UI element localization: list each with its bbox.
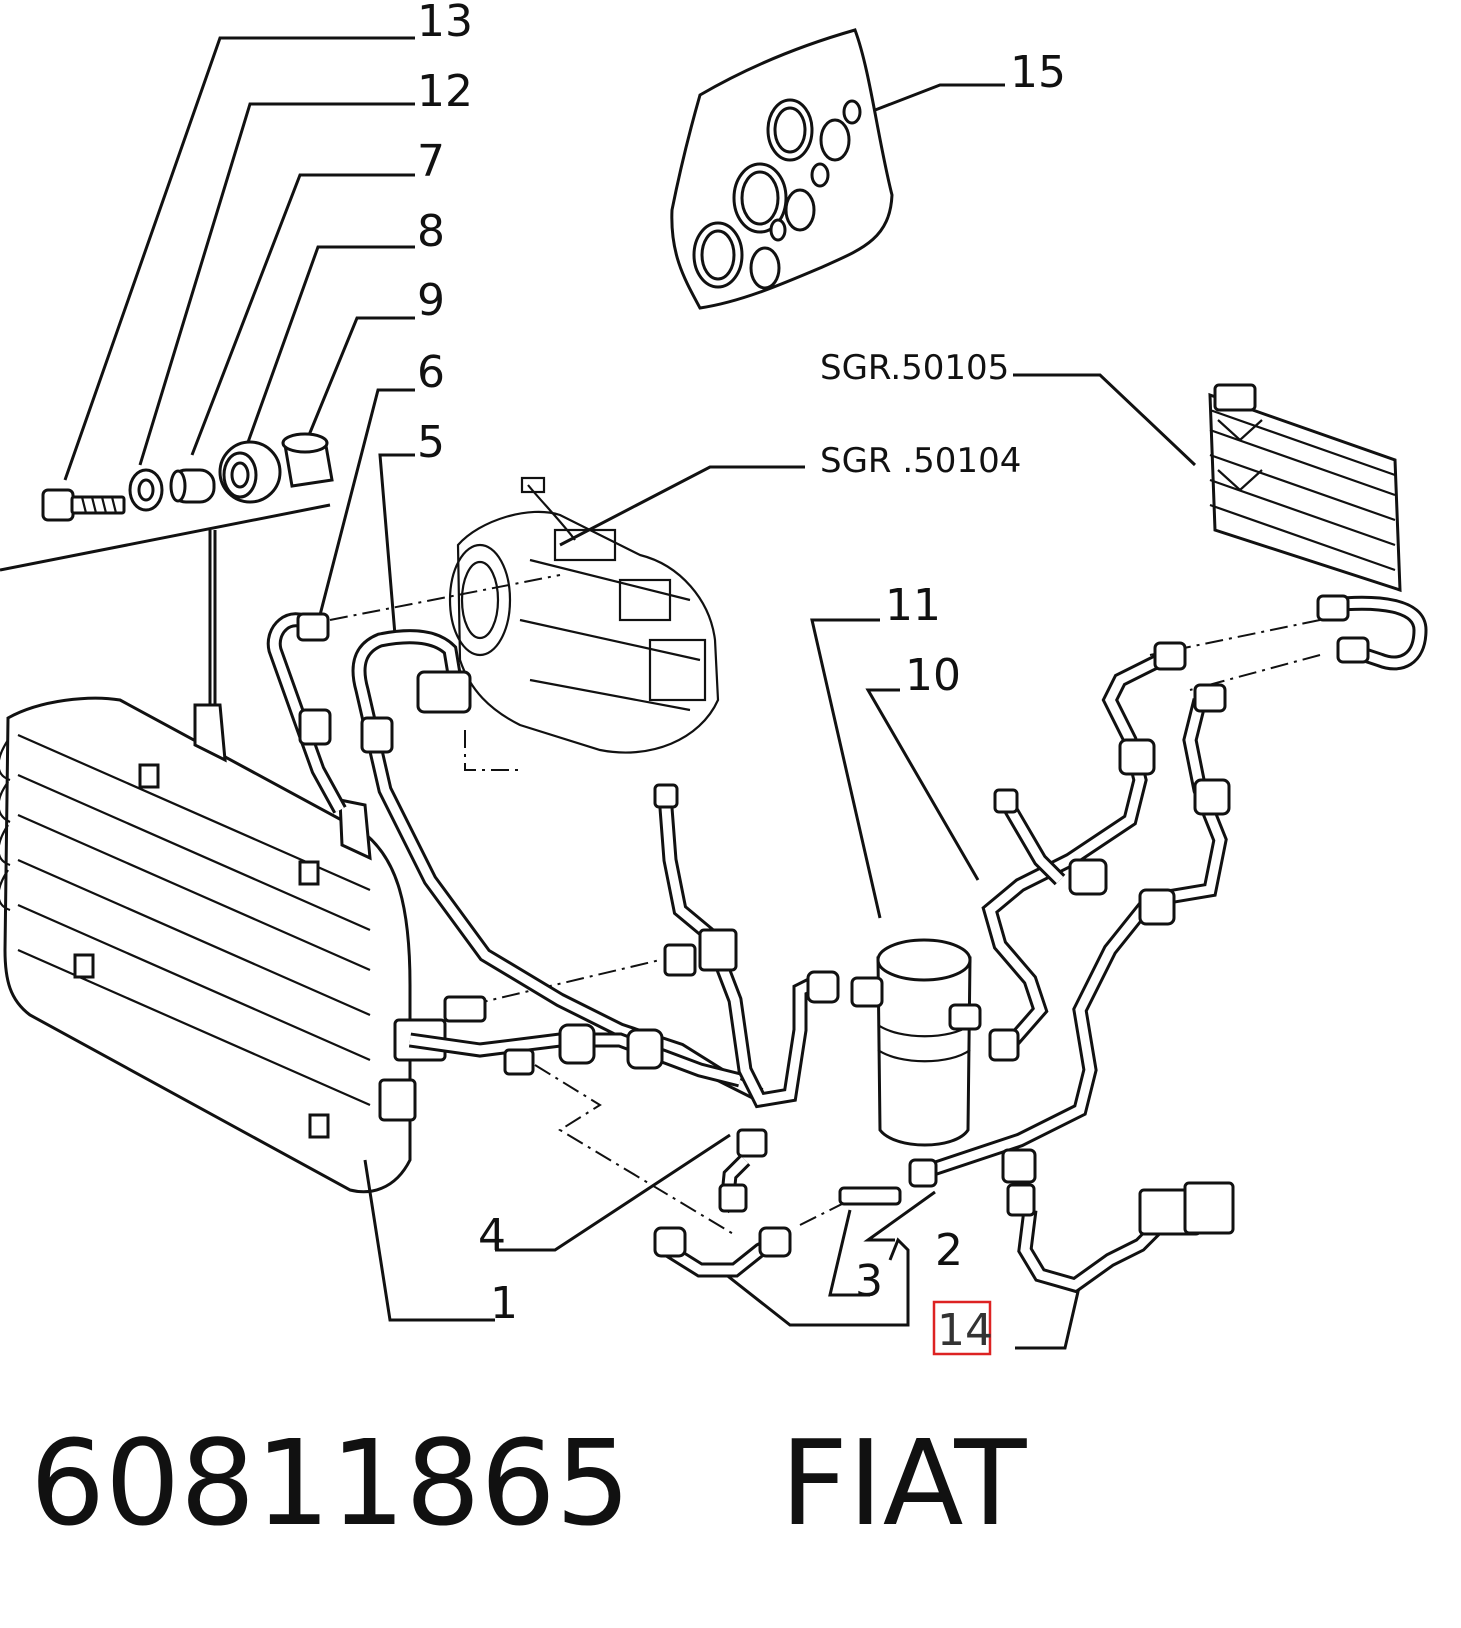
part-number: 60811865 [30,1414,631,1552]
compressor [448,476,720,754]
washer-12 [128,468,164,512]
callout-4: 4 [478,1210,506,1261]
seal-kit-15 [670,28,894,310]
callout-11: 11 [885,580,941,631]
callout-15: 15 [1010,47,1066,98]
bolt-13 [41,488,126,522]
pipes [266,612,1228,1294]
callout-8: 8 [417,206,445,257]
callout-7: 7 [417,136,445,187]
callout-labels: 13 12 7 8 9 6 5 15 11 10 4 1 3 2 14 SGR.… [417,0,1066,1356]
small-parts [41,432,334,522]
brand-name: FIAT [780,1414,1027,1552]
reference-sgr-50104: SGR .50104 [820,441,1021,481]
callout-12: 12 [417,66,473,117]
callout-3: 3 [855,1256,883,1307]
callout-1: 1 [490,1278,518,1329]
callout-5: 5 [417,417,445,468]
fittings [296,612,1235,1258]
grommet-8 [218,440,282,504]
callout-6: 6 [417,347,445,398]
evaporator [1208,383,1428,671]
callout-14-highlight [932,1300,992,1356]
receiver-drier-11 [850,938,982,1147]
callout-9: 9 [417,275,445,326]
sleeve-7 [169,468,216,504]
footer: 60811865 FIAT [30,1418,1026,1548]
callout-2: 2 [935,1225,963,1276]
callout-10: 10 [905,650,961,701]
reference-sgr-50105: SGR.50105 [820,348,1009,388]
bushing-9 [281,432,334,488]
callout-13: 13 [417,0,473,47]
leader-lines [0,36,1197,1350]
callout-14: 14 [937,1305,993,1356]
